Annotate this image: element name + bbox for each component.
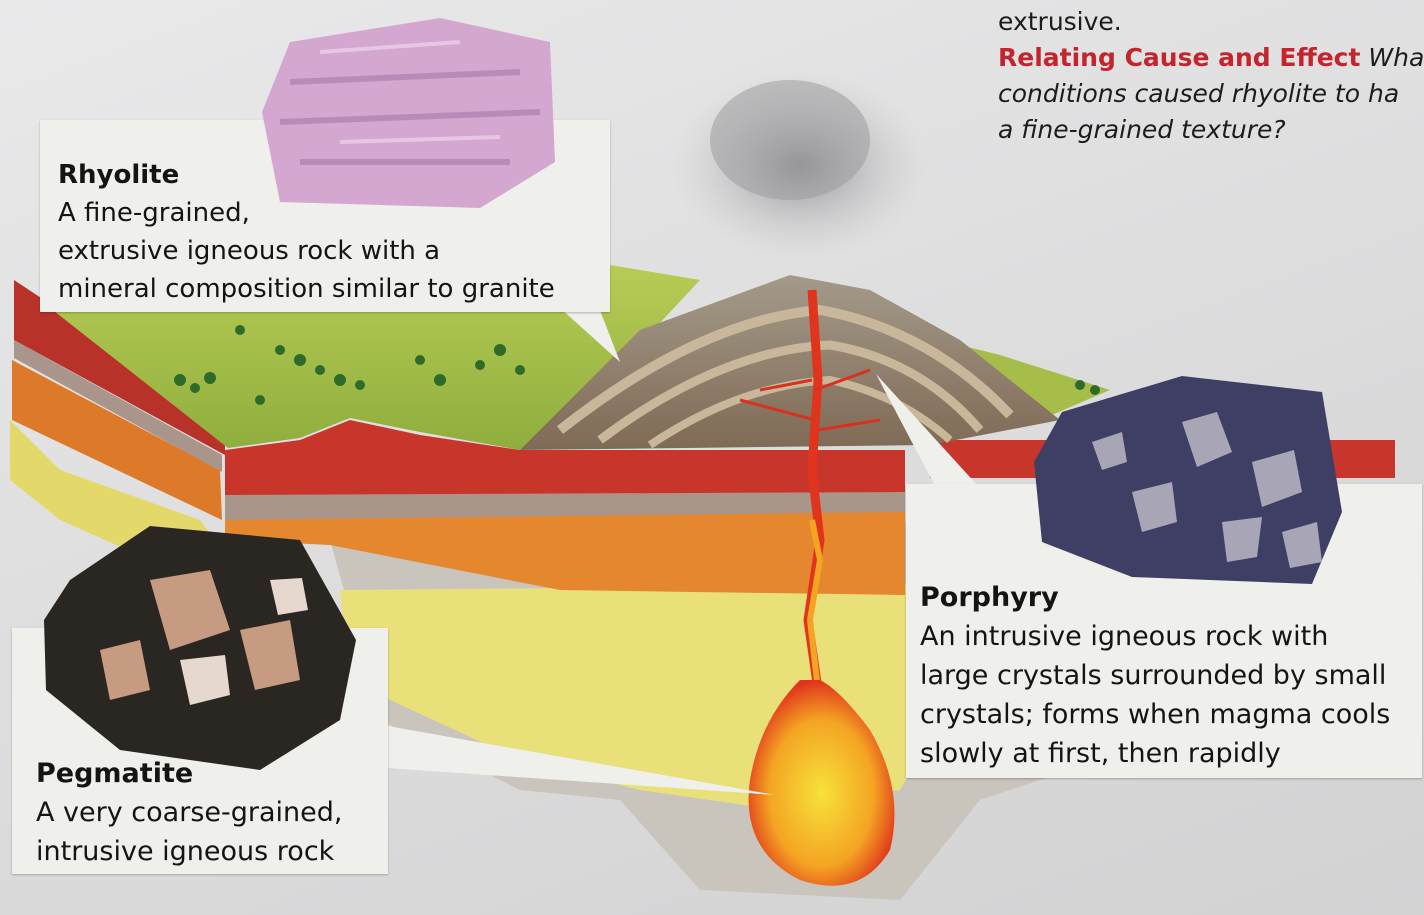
porphyry-rock-image [1032,372,1344,586]
pegmatite-rock-image [40,520,360,775]
rhyolite-desc-line-3: mineral composition similar to granite [58,270,610,308]
pegmatite-desc-line-2: intrusive igneous rock [36,832,388,871]
porphyry-desc-line-1: An intrusive igneous rock with [920,617,1422,656]
porphyry-desc-line-3: crystals; forms when magma cools [920,695,1422,734]
smoke-plume-inner [710,80,870,200]
rhyolite-rock-image [260,12,560,212]
rhyolite-desc-line-2: extrusive igneous rock with a [58,232,610,270]
porphyry-desc-line-2: large crystals surrounded by small [920,656,1422,695]
porphyry-desc-line-4: slowly at first, then rapidly [920,734,1422,773]
pegmatite-desc-line-1: A very coarse-grained, [36,793,388,832]
